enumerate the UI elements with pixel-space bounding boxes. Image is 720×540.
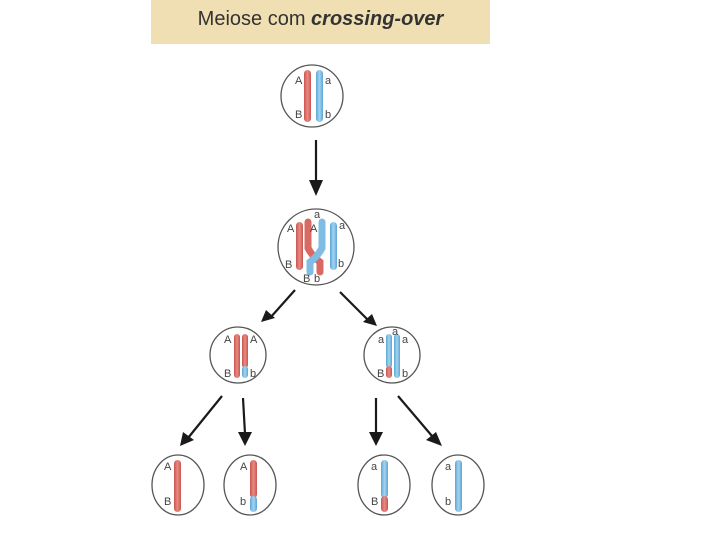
chromosome-blue bbox=[455, 460, 462, 512]
chromatid-red-1 bbox=[296, 222, 303, 270]
gamete-aB: a B bbox=[357, 454, 411, 516]
cell-meiosis1-left: A A B b bbox=[209, 326, 267, 384]
allele-label: b bbox=[338, 258, 344, 270]
allele-label: A bbox=[164, 461, 172, 473]
chromosome-blue bbox=[381, 460, 388, 498]
arrow-1 bbox=[309, 140, 323, 196]
allele-label: A bbox=[250, 334, 258, 346]
chromatid-blue bbox=[394, 334, 400, 378]
chromosome-red bbox=[304, 70, 311, 122]
allele-label: b bbox=[325, 109, 331, 121]
allele-label: b bbox=[402, 368, 408, 380]
allele-label: b bbox=[250, 368, 256, 380]
chromatid-red bbox=[242, 334, 248, 368]
arrow-2-right bbox=[339, 291, 377, 326]
chromosome-blue-segment bbox=[250, 496, 257, 512]
cell-initial: A a B b bbox=[280, 64, 344, 128]
allele-label: a bbox=[378, 334, 385, 346]
arrow-3-ll bbox=[180, 395, 223, 446]
allele-label: b bbox=[445, 496, 451, 508]
allele-label: a bbox=[325, 75, 332, 87]
diagram-title: Meiose com crossing-over bbox=[151, 8, 490, 31]
allele-label: a bbox=[402, 334, 409, 346]
allele-label: a bbox=[371, 461, 378, 473]
title-plain: Meiose com bbox=[197, 8, 312, 30]
chromatid-red bbox=[234, 334, 240, 378]
allele-label: A bbox=[310, 223, 318, 235]
allele-label: B bbox=[224, 368, 231, 380]
allele-label: B bbox=[371, 496, 378, 508]
chromatid-blue-2 bbox=[330, 222, 337, 270]
arrow-3-rr bbox=[397, 395, 442, 446]
allele-label: B bbox=[295, 109, 302, 121]
chromatid-blue-1 bbox=[306, 218, 326, 276]
chromosome-blue bbox=[316, 70, 323, 122]
arrow-2-left bbox=[261, 289, 296, 322]
allele-label: B bbox=[303, 273, 310, 285]
chromosome-red bbox=[174, 460, 181, 512]
allele-label: b bbox=[314, 273, 320, 285]
allele-label: b bbox=[240, 496, 246, 508]
allele-label: a bbox=[445, 461, 452, 473]
gamete-ab: a b bbox=[431, 454, 485, 516]
allele-label: B bbox=[377, 368, 384, 380]
arrow-3-rl bbox=[369, 398, 383, 446]
allele-label: B bbox=[285, 259, 292, 271]
chromatid-blue-segment bbox=[242, 366, 248, 378]
cell-crossing-over: A A a a B b B b bbox=[277, 208, 355, 286]
title-banner: Meiose com crossing-over bbox=[151, 0, 490, 44]
allele-label: a bbox=[314, 209, 321, 221]
allele-label: A bbox=[240, 461, 248, 473]
allele-label: A bbox=[287, 223, 295, 235]
chromosome-red-segment bbox=[381, 496, 388, 512]
title-italic: crossing-over bbox=[311, 8, 444, 30]
arrow-3-lr bbox=[238, 397, 252, 446]
allele-label: A bbox=[295, 75, 303, 87]
chromatid-blue bbox=[386, 334, 392, 368]
allele-label: a bbox=[339, 220, 346, 232]
gamete-Ab: A b bbox=[223, 454, 277, 516]
allele-label: a bbox=[392, 326, 399, 338]
chromatid-red-segment bbox=[386, 366, 392, 378]
chromosome-red bbox=[250, 460, 257, 498]
gamete-AB: A B bbox=[151, 454, 205, 516]
allele-label: B bbox=[164, 496, 171, 508]
allele-label: A bbox=[224, 334, 232, 346]
cell-meiosis1-right: a a a B b bbox=[363, 326, 421, 384]
